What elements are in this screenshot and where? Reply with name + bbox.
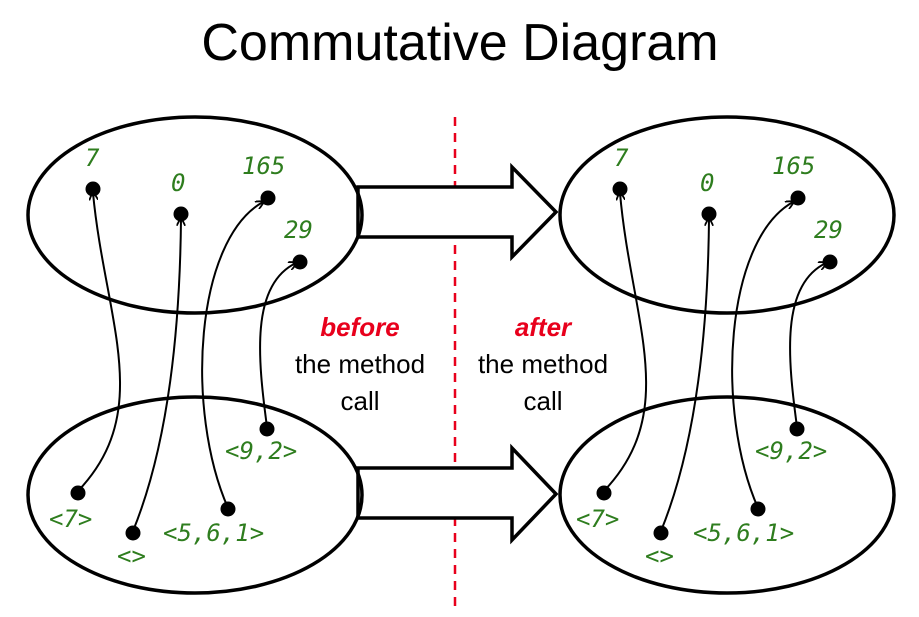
value-dot (292, 254, 308, 270)
mapping-arrow (259, 263, 296, 428)
after-caption: after the method call (478, 312, 608, 416)
upper-transition-arrow (356, 162, 559, 262)
mapping-arrow (201, 202, 263, 509)
value-dot (612, 181, 628, 197)
value-dot (822, 254, 838, 270)
value-dot (260, 190, 276, 206)
after-caption-emphasis: after (515, 312, 573, 342)
before-caption-line1: the method (295, 349, 425, 379)
after-caption-line2: call (523, 386, 562, 416)
value-label: 29 (814, 216, 843, 244)
value-dot (790, 190, 806, 206)
mapping-arrow (603, 193, 648, 492)
mapping-arrow (660, 219, 709, 532)
value-label: <7> (576, 505, 619, 533)
value-dot (653, 525, 669, 541)
after-caption-line1: the method (478, 349, 608, 379)
value-label: <5,6,1> (163, 519, 264, 547)
value-label: 0 (171, 169, 185, 197)
mapping-arrow (789, 263, 826, 428)
value-label: 165 (242, 152, 285, 180)
value-dot (259, 421, 275, 437)
mapping-arrow (77, 193, 122, 492)
before-caption: before the method call (295, 312, 425, 416)
value-dot (85, 181, 101, 197)
mapping-arrow (731, 202, 793, 509)
value-label: <5,6,1> (693, 519, 794, 547)
after-panel: 7 0 165 29 <7> <> <5,6,1> <9,2> (558, 115, 896, 595)
value-dot (173, 206, 189, 222)
lower-transition-arrow (356, 443, 559, 545)
value-dot (70, 485, 86, 501)
abstract-values-ellipse (26, 115, 364, 315)
value-label: <7> (49, 505, 92, 533)
value-label: <> (645, 542, 674, 570)
value-label: <9,2> (755, 437, 827, 465)
diagram-title: Commutative Diagram (201, 14, 718, 72)
value-dot (220, 501, 236, 517)
value-label: <> (117, 542, 146, 570)
value-dot (701, 206, 717, 222)
before-caption-line2: call (340, 386, 379, 416)
value-dot (789, 421, 805, 437)
value-dot (125, 525, 141, 541)
value-label: 165 (772, 152, 815, 180)
concrete-values-ellipse (26, 395, 364, 595)
before-panel: 7 0 165 29 <7> <> <5,6,1> <9,2> (26, 115, 364, 595)
value-label: 7 (614, 144, 629, 172)
before-caption-emphasis: before (320, 312, 399, 342)
value-dot (596, 485, 612, 501)
abstract-values-ellipse (558, 115, 896, 315)
value-label: 0 (700, 169, 714, 197)
value-label: 7 (85, 144, 100, 172)
value-dot (750, 501, 766, 517)
value-label: <9,2> (225, 437, 297, 465)
mapping-arrow (132, 219, 181, 532)
value-label: 29 (284, 216, 313, 244)
concrete-values-ellipse (558, 395, 896, 595)
